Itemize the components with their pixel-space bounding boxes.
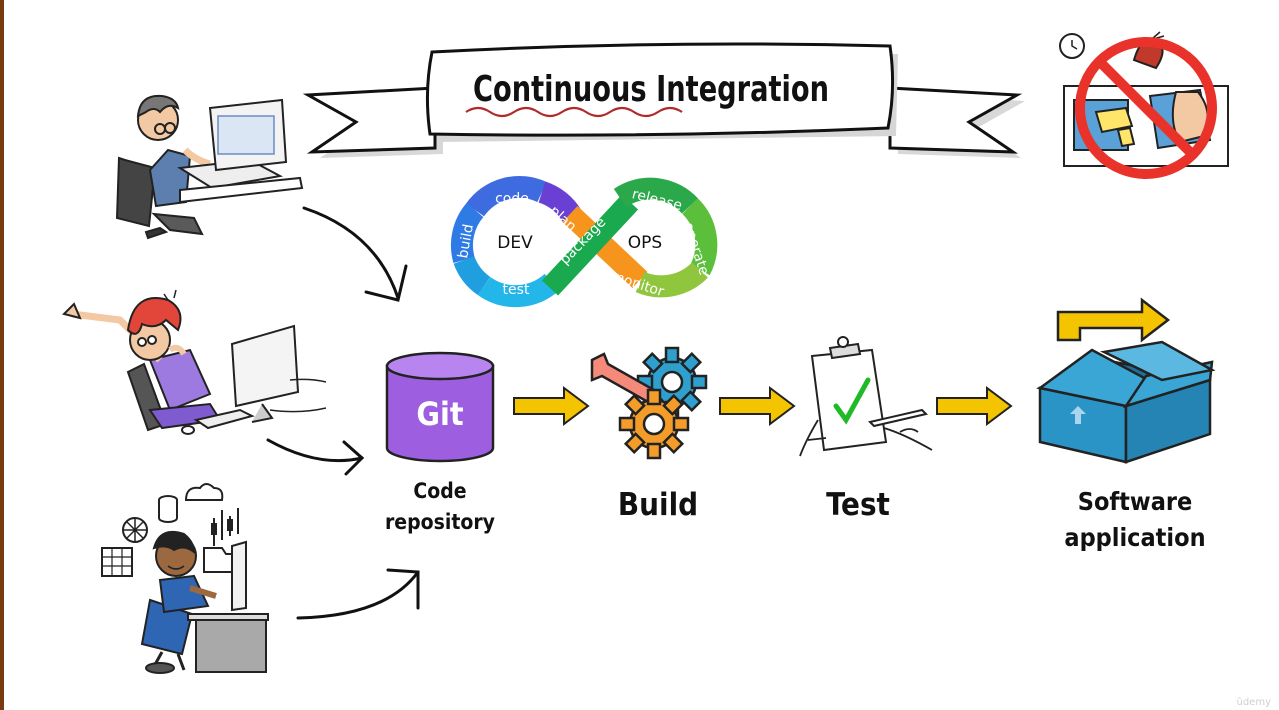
software-box-icon (1035, 297, 1216, 464)
watermark: ûdemy (1236, 697, 1272, 708)
input-arrows (266, 206, 420, 620)
code-repository-label: Code repository (384, 479, 495, 534)
arrow-right-icon (513, 386, 590, 426)
data-developer-icon (101, 483, 269, 674)
arrow-right-icon (936, 386, 1013, 426)
developer-laptop-icon (115, 94, 304, 240)
no-overtime-sign-icon (1059, 31, 1229, 179)
git-repository-icon: Git (385, 351, 495, 463)
flow-arrows (513, 386, 1013, 426)
software-application-label: Software application (1064, 487, 1206, 552)
build-label: Build (617, 487, 699, 523)
left-edge-strip (0, 0, 4, 710)
loop-test-label: test (503, 282, 530, 298)
loop-ops-label: OPS (628, 233, 662, 253)
loop-dev-label: DEV (497, 233, 533, 253)
arrow-right-icon (719, 386, 796, 426)
test-label: Test (826, 487, 890, 523)
git-label: Git (416, 395, 463, 433)
loop-code-label: code (495, 191, 529, 207)
build-gears-icon (590, 346, 708, 460)
title-banner: Continuous Integration (302, 42, 1025, 158)
loop-build-label: build (455, 223, 477, 260)
test-clipboard-icon (799, 336, 933, 457)
diagram-title: Continuous Integration (473, 69, 829, 110)
devops-loop-icon (451, 175, 718, 308)
stressed-developer-icon (62, 289, 327, 435)
